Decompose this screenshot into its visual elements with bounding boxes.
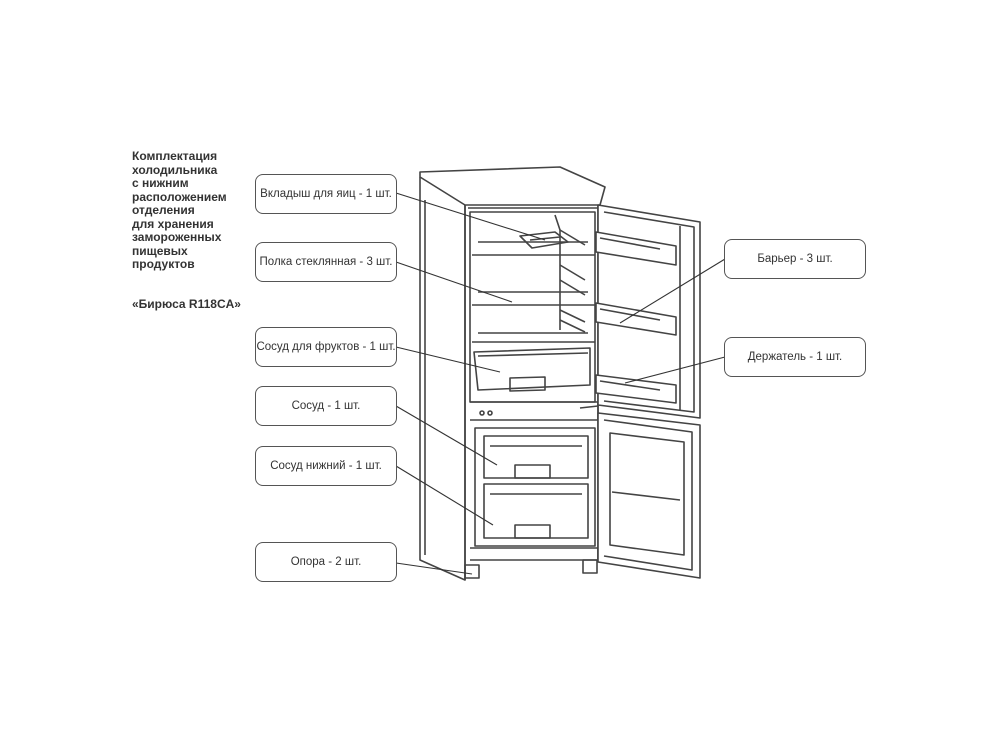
leader-container <box>395 405 498 466</box>
leader-holder <box>624 356 726 384</box>
title-line: с нижним <box>132 176 189 190</box>
fridge-cabinet <box>419 166 606 581</box>
leader-support <box>395 562 473 575</box>
freezer-compartment <box>470 427 599 561</box>
title-line: Комплектация <box>132 149 218 163</box>
callout-egg-tray: Вкладыш для яиц - 1 шт. <box>255 174 397 214</box>
leader-glass-shelf <box>395 261 513 303</box>
callout-container: Сосуд - 1 шт. <box>255 386 397 426</box>
title-line: отделения <box>132 203 195 217</box>
callout-holder: Держатель - 1 шт. <box>724 337 866 377</box>
model-name: «Бирюса R118CA» <box>132 297 241 311</box>
title-line: замороженных <box>132 230 222 244</box>
upper-door <box>595 204 701 419</box>
leader-bottom-container <box>395 465 494 526</box>
title-line: пищевых <box>132 243 188 258</box>
fridge-compartment <box>469 211 599 421</box>
feet <box>464 559 598 579</box>
callout-support: Опора - 2 шт. <box>255 542 397 582</box>
title-line: для хранения <box>132 216 214 231</box>
title-line: продуктов <box>132 257 195 271</box>
title-line: расположением <box>132 189 227 204</box>
callout-fruit-container: Сосуд для фруктов - 1 шт. <box>255 327 397 367</box>
leader-fruit-container <box>395 346 501 373</box>
leader-barrier <box>619 258 726 324</box>
title: Комплектация холодильника с нижним распо… <box>132 149 252 272</box>
leader-egg-tray <box>395 192 546 241</box>
callout-bottom-container: Сосуд нижний - 1 шт. <box>255 446 397 486</box>
callout-barrier: Барьер - 3 шт. <box>724 239 866 279</box>
callout-glass-shelf: Полка стеклянная - 3 шт. <box>255 242 397 282</box>
title-line: холодильника <box>132 162 218 177</box>
lower-door <box>597 412 701 579</box>
